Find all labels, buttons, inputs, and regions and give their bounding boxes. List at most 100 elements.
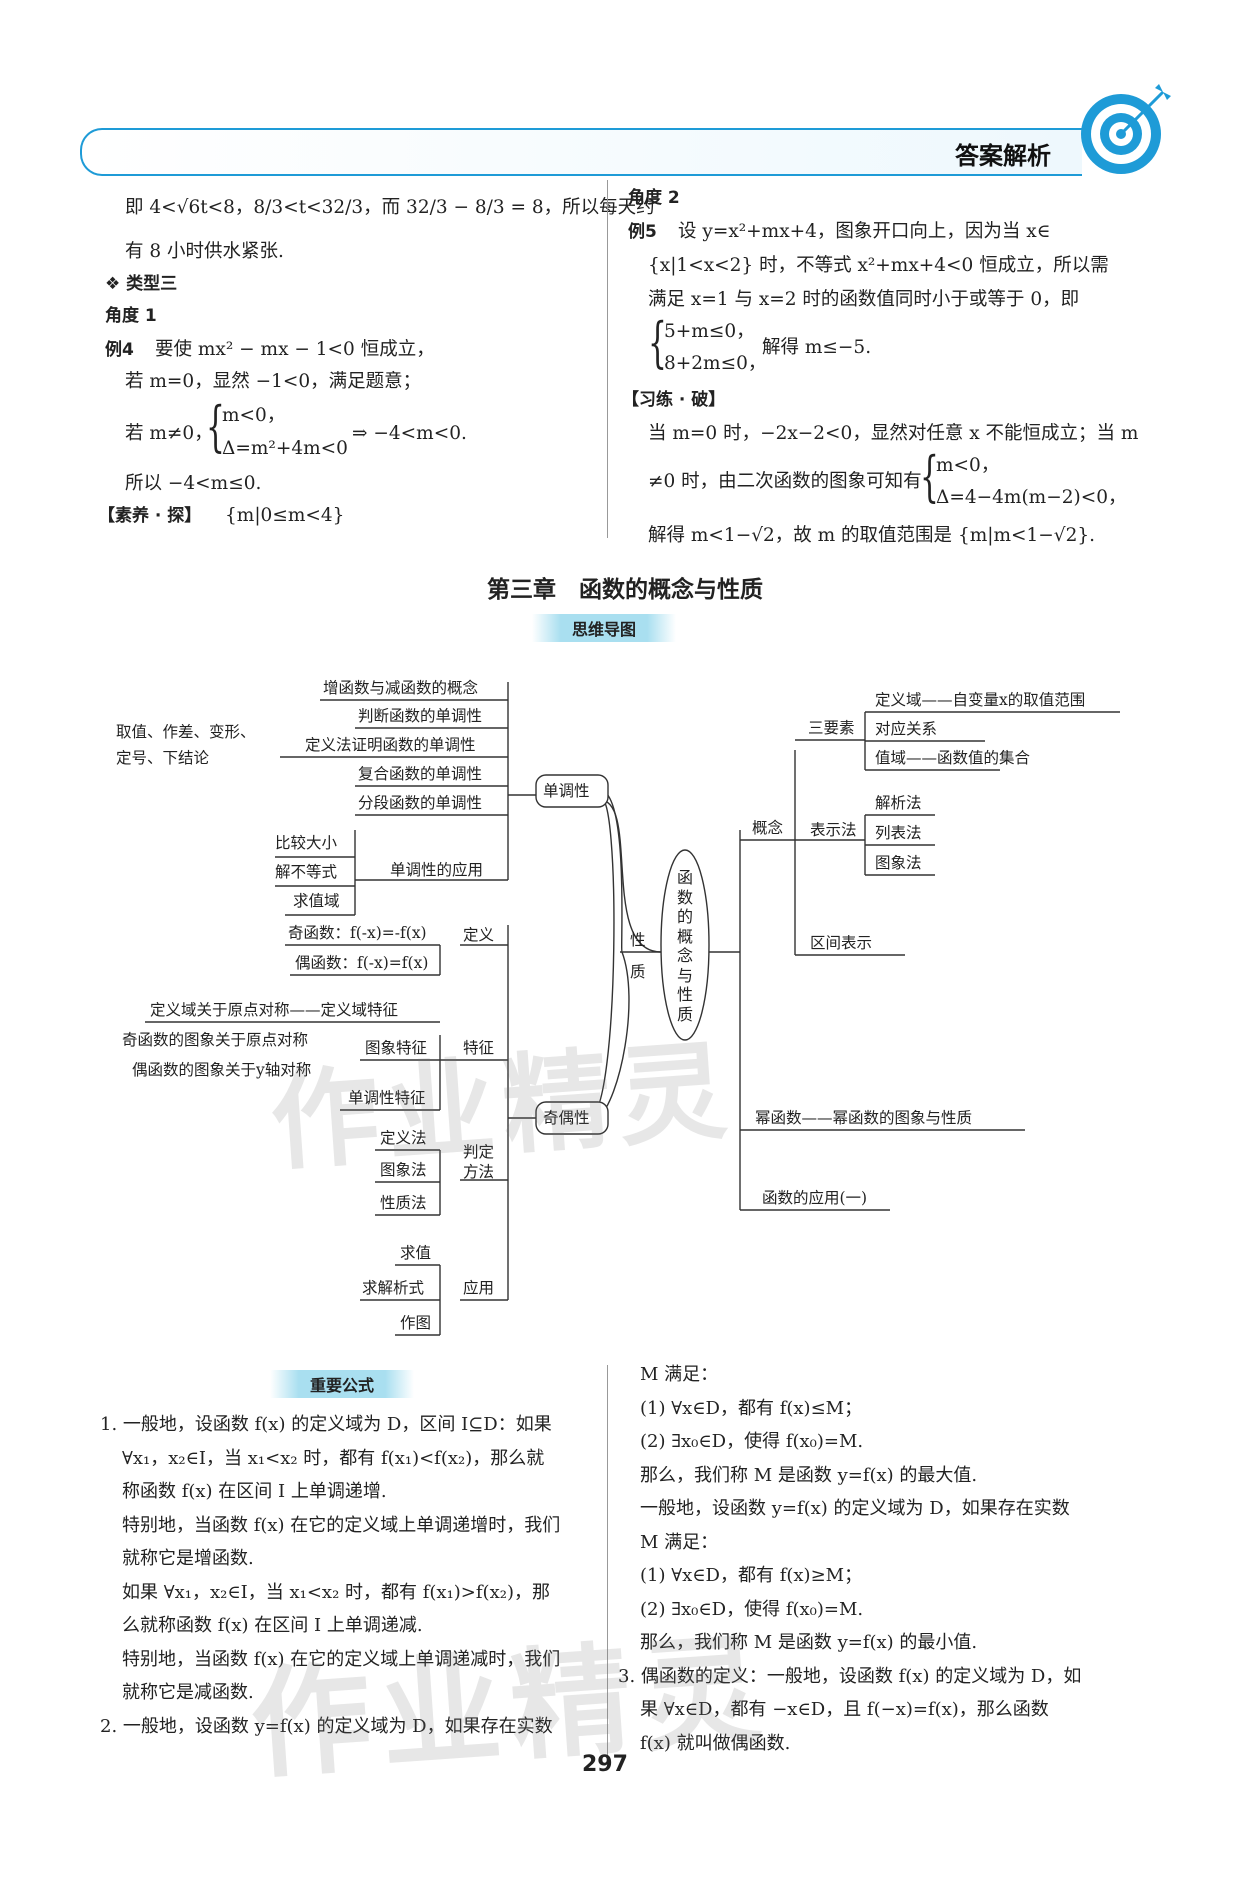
mm-item: 性质法 [380,1194,427,1212]
formula-line: M 满足： [640,1364,719,1385]
mm-item: 函数的应用(一) [762,1189,868,1207]
header-bar [80,128,1082,176]
page-number: 297 [582,1752,628,1777]
mm-item: 偶函数：f(-x)=f(x) [295,954,429,972]
mm-item: 列表法 [875,824,922,842]
header-title: 答案解析 [955,142,1051,170]
explore-label: 【素养 · 探】 [98,506,202,526]
text-line: 要使 mx² − mx − 1<0 恒成立， [155,339,435,360]
mm-item: 解不等式 [275,863,338,881]
formula-divider [607,1365,608,1755]
formula-line: 么就称函数 f(x) 在区间 I 上单调递减. [122,1615,423,1636]
system-line: m<0， [222,405,286,426]
mm-item: 单调性的应用 [390,861,484,879]
mm-item: 单调性特征 [348,1089,426,1107]
mm-item: 幂函数——幂函数的图象与性质 [755,1109,973,1127]
text-line: ⇒ −4<m<0. [352,423,467,444]
text-line: 若 m≠0， [125,423,213,444]
chapter-title: 第三章 函数的概念与性质 [487,577,763,603]
system-line: 8+2m≤0， [664,353,767,374]
brace: { [920,445,939,508]
mm-item: 求值域 [293,892,340,910]
mm-item: 奇函数：f(-x)=-f(x) [288,924,427,942]
text-line: 若 m=0，显然 −1<0，满足题意； [125,371,422,392]
mindmap-center: 函 数 的 概 念 与 性 质 [672,868,698,1024]
mm-item: 定义法证明函数的单调性 [305,736,476,754]
mm-item: 求解析式 [362,1279,425,1297]
text-line: 所以 −4<m≤0. [125,473,262,494]
mm-item: 分段函数的单调性 [358,794,483,812]
mm-item: 定义域关于原点对称——定义域特征 [150,1001,399,1019]
text-line: 解得 m≤−5. [762,337,872,358]
mm-item: 解析法 [875,794,922,812]
formula-line: f(x) 就叫做偶函数. [640,1732,791,1754]
mm-note: 取值、作差、变形、 [116,723,256,741]
text-line: 有 8 小时供水紧张. [125,241,284,262]
mindmap-label: 思维导图 [532,614,677,642]
formula-line: 如果 ∀x₁，x₂∈I，当 x₁<x₂ 时，都有 f(x₁)>f(x₂)，那 [122,1581,550,1603]
mm-item: 特征 [463,1039,495,1057]
formula-line: 果 ∀x∈D，都有 −x∈D，且 f(−x)=f(x)，那么函数 [640,1699,1049,1720]
formula-line: (2) ∃x₀∈D，使得 f(x₀)=M. [640,1598,864,1620]
mm-item: 区间表示 [810,934,873,952]
text-line: 设 y=x²+mx+4，图象开口向上，因为当 x∈ [678,221,1051,242]
center-char: 函 [676,868,693,887]
formula-line: (2) ∃x₀∈D，使得 f(x₀)=M. [640,1431,864,1452]
node-gainian: 概念 [752,819,784,837]
formula-line: 就称它是减函数. [122,1682,254,1703]
section-type3: ❖ 类型三 [105,274,178,294]
target-icon [1081,84,1171,174]
mm-item: 图象法 [380,1161,427,1179]
node-dandiao: 单调性 [543,782,590,800]
node-xingzhi: 性 [630,931,646,949]
formula-line: M 满足： [640,1531,719,1553]
brace: { [206,395,225,458]
center-char: 与 [676,965,693,985]
mm-item: 偶函数的图象关于y轴对称 [132,1061,312,1079]
mm-item: 定义 [463,926,495,944]
system-line: 5+m≤0， [664,321,755,342]
mm-item: 判定 [463,1143,495,1161]
mm-item: 增函数与减函数的概念 [323,679,479,697]
system-line: Δ=m²+4m<0 [222,438,348,459]
formula-line: 一般地，设函数 y=f(x) 的定义域为 D，如果存在实数 [640,1498,1070,1519]
mm-item: 求值 [400,1244,432,1262]
text-line: {x|1<x<2} 时，不等式 x²+mx+4<0 恒成立，所以需 [648,255,1109,276]
formula-line: 特别地，当函数 f(x) 在它的定义域上单调递增时，我们 [122,1514,561,1536]
center-char: 念 [676,946,693,965]
text-line: ≠0 时，由二次函数的图象可知有 [648,471,922,492]
text-line: 解得 m<1−√2，故 m 的取值范围是 {m|m<1−√2}. [648,525,1096,546]
formula-right: M 满足： (1) ∀x∈D，都有 f(x)≤M； (2) ∃x₀∈D，使得 f… [618,1358,1081,1760]
formula-line: 就称它是增函数. [122,1548,254,1569]
formula-line: 特别地，当函数 f(x) 在它的定义域上单调递减时，我们 [122,1648,561,1670]
mm-item: 对应关系 [875,720,938,738]
mm-item: 定义法 [380,1129,427,1147]
mm-item: 定义域——自变量x的取值范围 [875,691,1086,709]
mm-item: 比较大小 [275,834,338,852]
center-char: 质 [676,1004,693,1024]
mm-item: 复合函数的单调性 [358,765,483,783]
formula-line: ∀x₁，x₂∈I，当 x₁<x₂ 时，都有 f(x₁)<f(x₂)，那么就 [122,1447,545,1469]
watermark: 作业精灵 [246,1621,776,1796]
center-char: 的 [676,907,693,926]
brace: { [648,311,667,374]
formula-line: 2. 一般地，设函数 y=f(x) 的定义域为 D，如果存在实数 [100,1715,553,1737]
text-line: 当 m=0 时，−2x−2<0，显然对任意 x 不能恒成立；当 m [648,423,1139,444]
mm-item: 应用 [463,1279,495,1297]
text-line: 即 4<√6t<8，8/3<t<32/3，而 32/3 − 8/3 = 8，所以… [125,197,655,218]
mm-note: 定号、下结论 [116,749,210,767]
mm-item: 表示法 [810,821,857,839]
center-char: 概 [676,926,693,946]
node-xingzhi: 质 [630,963,646,981]
formula-line: 称函数 f(x) 在区间 I 上单调递增. [122,1481,387,1502]
watermark: 作业精灵 [266,1028,739,1187]
text-line: 满足 x=1 与 x=2 时的函数值同时小于或等于 0，即 [648,289,1080,310]
formula-label: 重要公式 [270,1370,415,1398]
mm-item: 判断函数的单调性 [358,707,483,725]
formula-line: (1) ∀x∈D，都有 f(x)≤M； [640,1397,863,1419]
example-label: 例5 [628,222,657,242]
system-line: m<0， [936,455,1000,476]
mm-item: 图象法 [875,854,922,872]
column-divider [607,180,608,538]
